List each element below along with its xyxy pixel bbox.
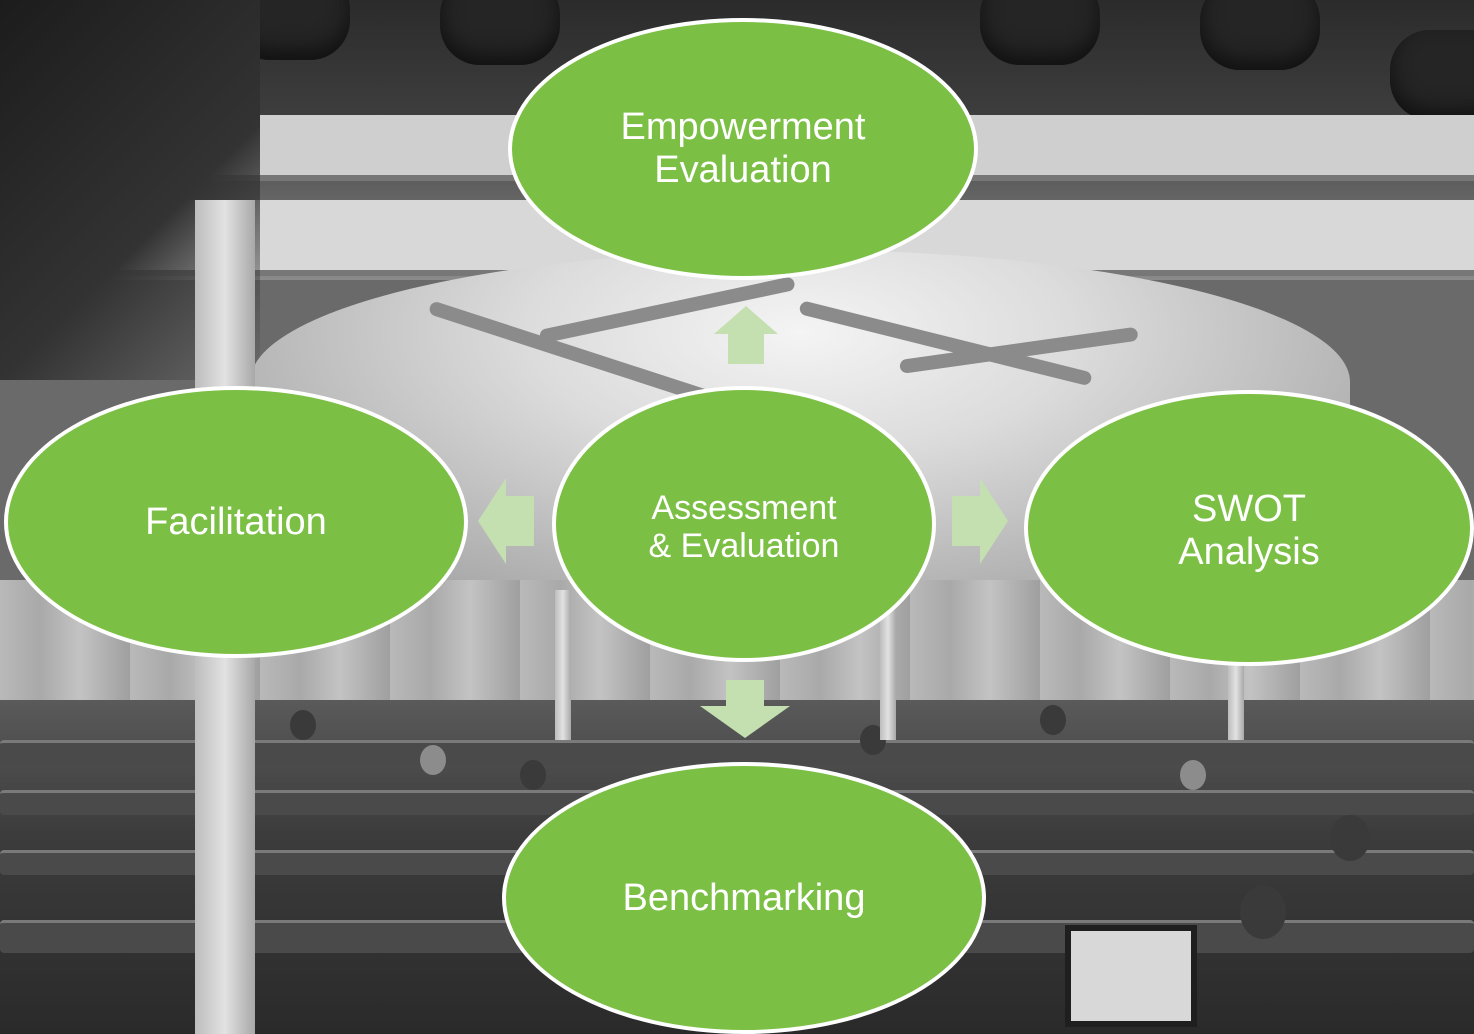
arrow-down-shape <box>700 680 790 738</box>
node-swot-analysis: SWOT Analysis <box>1024 390 1474 666</box>
arrow-right <box>952 478 1008 564</box>
person <box>520 760 546 790</box>
person <box>1240 885 1286 939</box>
node-facilitation: Facilitation <box>4 386 468 658</box>
laptop-screen <box>1065 925 1197 1027</box>
pillar <box>555 590 571 740</box>
node-benchmarking: Benchmarking <box>502 762 986 1034</box>
arrow-up-shape <box>714 306 778 364</box>
ceiling-log <box>1390 30 1474 120</box>
arrow-right-shape <box>952 478 1008 564</box>
ceiling-log <box>980 0 1100 65</box>
node-assessment-evaluation: Assessment & Evaluation <box>552 386 936 662</box>
person <box>1330 815 1370 861</box>
arrow-left <box>478 478 534 564</box>
person <box>290 710 316 740</box>
arrow-up <box>714 306 778 364</box>
arrow-left-shape <box>478 478 534 564</box>
ceiling-log <box>1200 0 1320 70</box>
arrow-down <box>700 680 790 738</box>
ceiling-log <box>440 0 560 65</box>
person <box>1180 760 1206 790</box>
person <box>1040 705 1066 735</box>
node-empowerment-evaluation: Empowerment Evaluation <box>508 18 978 280</box>
pillar <box>880 590 896 740</box>
person <box>420 745 446 775</box>
